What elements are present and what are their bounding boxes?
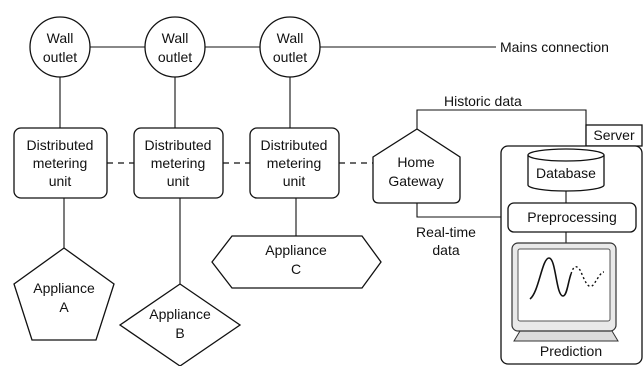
preprocessing: Preprocessing [507, 202, 637, 233]
monitor-icon [511, 242, 619, 342]
appliance-label: C [291, 261, 301, 277]
realtime-data-path [416, 203, 506, 218]
wall-outlet-1: Wall outlet [29, 16, 91, 78]
outlet-label: Wall [277, 30, 304, 46]
appliance-label: Appliance [265, 242, 327, 258]
appliance-b: Appliance B [118, 283, 242, 366]
gateway-label: Home [397, 154, 435, 170]
meter-label: metering [33, 155, 87, 171]
realtime-data-label-2: data [432, 242, 459, 258]
appliance-label: Appliance [149, 306, 211, 322]
appliance-a: Appliance A [13, 247, 115, 341]
database: Database [527, 148, 605, 192]
historic-data-label: Historic data [444, 93, 522, 109]
metering-unit-1: Distributed metering unit [13, 127, 108, 199]
meter-label: metering [151, 155, 205, 171]
meter-label: unit [167, 173, 190, 189]
outlet-label: Wall [47, 30, 74, 46]
database-label: Database [536, 165, 596, 181]
meter-label: metering [267, 155, 321, 171]
server-tab-label: Server [593, 127, 635, 143]
wall-outlet-2: Wall outlet [144, 16, 206, 78]
home-gateway: Home Gateway [372, 128, 461, 204]
meter-label: Distributed [145, 137, 212, 153]
gateway-label: Gateway [388, 173, 443, 189]
meter-label: Distributed [27, 137, 94, 153]
server: Server Database Preprocessing Prediction [500, 124, 643, 365]
meter-label: unit [49, 173, 72, 189]
metering-unit-2: Distributed metering unit [133, 127, 224, 199]
metering-unit-3: Distributed metering unit [249, 127, 340, 199]
meter-label: Distributed [261, 137, 328, 153]
outlet-label: outlet [43, 49, 77, 65]
outlet-label: outlet [158, 49, 192, 65]
appliance-label: Appliance [33, 280, 95, 296]
outlet-label: Wall [162, 30, 189, 46]
preprocessing-label: Preprocessing [527, 209, 617, 225]
mains-connection-label: Mains connection [500, 39, 609, 55]
appliance-label: A [59, 299, 69, 315]
outlet-label: outlet [273, 49, 307, 65]
appliance-c: Appliance C [211, 235, 382, 289]
historic-data-path [416, 109, 587, 146]
appliance-label: B [175, 325, 184, 341]
wall-outlet-3: Wall outlet [259, 16, 321, 78]
meter-label: unit [283, 173, 306, 189]
prediction-label: Prediction [540, 343, 602, 359]
realtime-data-label-1: Real-time [416, 224, 476, 240]
